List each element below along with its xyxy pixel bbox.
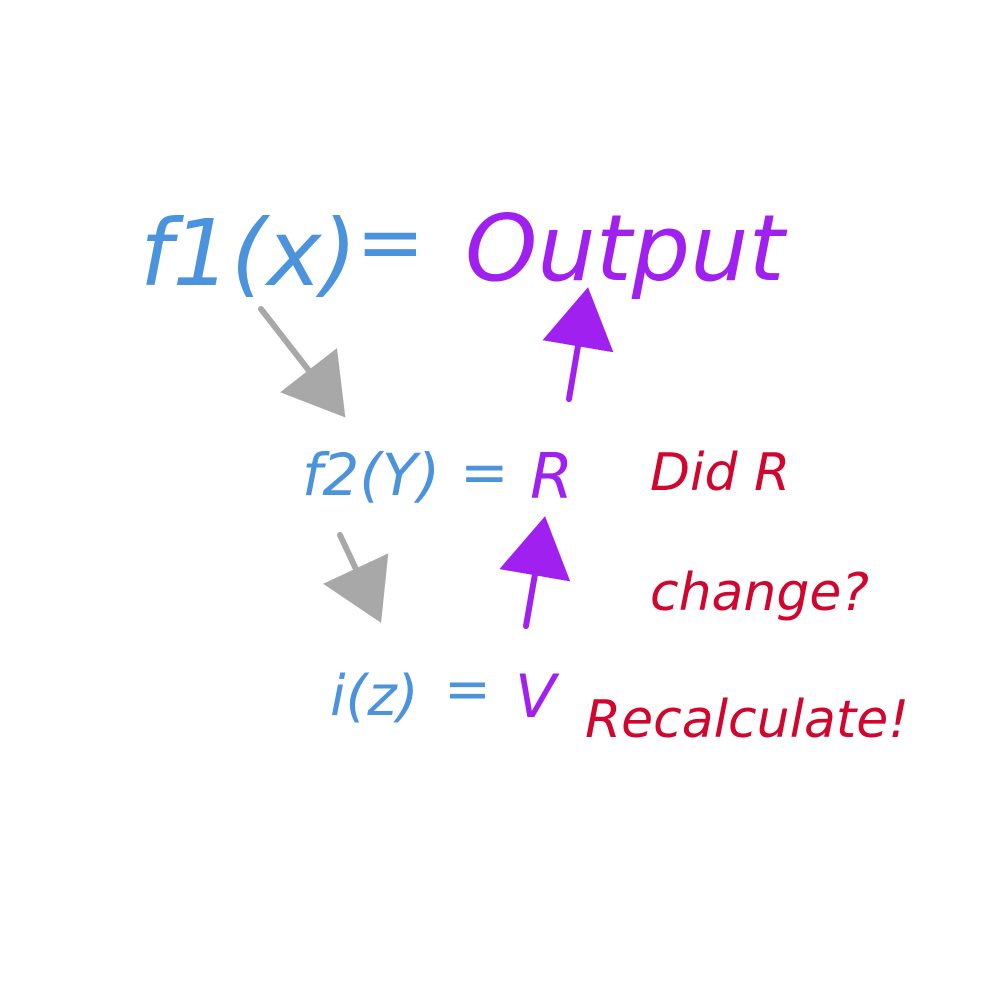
- annotation-recalculate: Recalculate!: [585, 690, 909, 750]
- row1-output: Output: [465, 195, 788, 302]
- row3-lhs: i(z): [330, 664, 419, 729]
- row1-equals: =: [356, 195, 425, 290]
- annotation-change-question: change?: [650, 563, 869, 623]
- row2-lhs: f2(Y): [302, 441, 440, 509]
- annotation-did-r: Did R: [650, 443, 790, 503]
- row3-equals: =: [444, 657, 491, 722]
- r-to-output-arrow: [542, 287, 614, 402]
- row2-equals: =: [460, 438, 509, 506]
- f2-to-i-arrow: [323, 532, 389, 623]
- row3-v: V: [515, 662, 560, 732]
- f1-to-f2-arrow: [258, 306, 346, 418]
- v-to-r-arrow: [499, 516, 571, 629]
- row1-lhs: f1(x): [140, 200, 357, 307]
- row2-r: R: [530, 440, 573, 513]
